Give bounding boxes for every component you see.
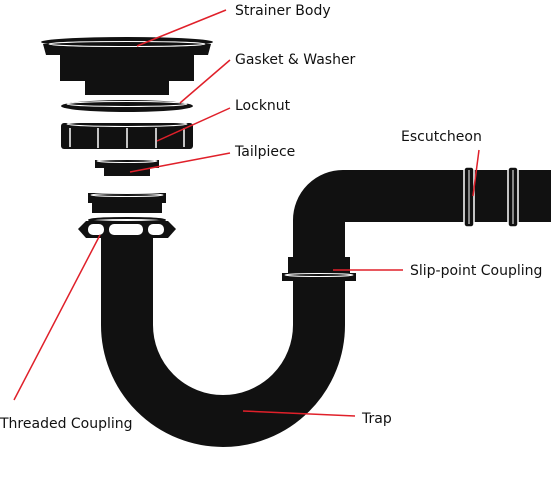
leader-lines bbox=[13, 9, 480, 417]
strainer-body bbox=[41, 37, 213, 95]
leader-strainer-body bbox=[136, 9, 227, 47]
label-trap: Trap bbox=[362, 411, 392, 427]
leader-escutcheon bbox=[472, 149, 480, 197]
label-slip-point-coupling: Slip-point Coupling bbox=[410, 263, 543, 279]
label-escutcheon: Escutcheon bbox=[401, 129, 482, 145]
tailpiece bbox=[95, 159, 159, 176]
escutcheon bbox=[463, 166, 519, 228]
label-strainer-body: Strainer Body bbox=[235, 3, 331, 19]
gasket-washer bbox=[61, 100, 193, 112]
tailpiece-nut bbox=[88, 193, 166, 213]
leader-tailpiece bbox=[129, 152, 231, 173]
leader-trap bbox=[242, 410, 356, 417]
trap-arm bbox=[293, 170, 551, 262]
label-locknut: Locknut bbox=[235, 98, 291, 114]
trap bbox=[101, 238, 345, 447]
locknut bbox=[61, 121, 193, 149]
leader-threaded-coupling bbox=[13, 234, 101, 401]
leader-locknut bbox=[156, 107, 231, 142]
label-gasket-washer: Gasket & Washer bbox=[235, 52, 356, 68]
label-threaded-coupling: Threaded Coupling bbox=[0, 416, 133, 432]
threaded-coupling bbox=[78, 217, 176, 238]
label-tailpiece: Tailpiece bbox=[235, 144, 296, 160]
leader-gasket-washer bbox=[179, 59, 231, 104]
